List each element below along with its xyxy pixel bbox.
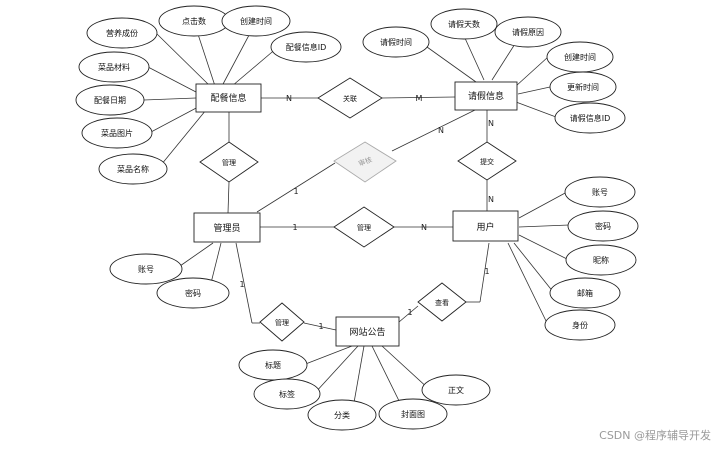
cardinality-label: 1 <box>318 322 323 331</box>
cardinality-label: 1 <box>239 280 244 289</box>
attribute-label: 请假时间 <box>380 37 412 47</box>
entity-notice[interactable]: 网站公告 <box>335 316 400 347</box>
attribute-label: 营养成份 <box>106 28 138 38</box>
attribute-label: 封面图 <box>401 409 425 419</box>
attribute-label: 标签 <box>279 389 295 399</box>
attr-leave-id[interactable]: 请假信息ID <box>554 102 626 134</box>
attr-notice-body[interactable]: 正文 <box>421 374 491 406</box>
cardinality-labels: N M N 1 N N 1 N 1 1 1 1 <box>239 94 494 331</box>
attr-dining-nutrition[interactable]: 营养成份 <box>86 17 158 49</box>
attr-dining-id[interactable]: 配餐信息ID <box>270 31 342 63</box>
attribute-label: 点击数 <box>182 16 206 26</box>
relation-label: 管理 <box>357 223 371 232</box>
attribute-label: 配餐日期 <box>94 96 126 105</box>
cardinality-label: N <box>421 223 427 232</box>
relation-admin-user[interactable]: 管理 <box>333 206 395 248</box>
attr-user-password[interactable]: 密码 <box>567 210 639 242</box>
attr-dining-ingredients[interactable]: 菜品材料 <box>78 51 150 83</box>
entity-label: 网站公告 <box>349 326 385 338</box>
attr-dining-created[interactable]: 创建时间 <box>221 5 291 37</box>
attribute-label: 昵称 <box>593 255 609 265</box>
attr-dining-name[interactable]: 菜品名称 <box>98 153 168 185</box>
attr-leave-updated[interactable]: 更新时间 <box>549 71 617 103</box>
attribute-label: 菜品图片 <box>101 128 133 138</box>
entity-label: 管理员 <box>213 222 240 234</box>
attribute-label: 更新时间 <box>567 82 599 92</box>
attribute-label: 菜品材料 <box>98 62 130 72</box>
entity-user[interactable]: 用户 <box>452 210 519 242</box>
attr-leave-created[interactable]: 创建时间 <box>546 41 614 73</box>
attr-notice-cover[interactable]: 封面图 <box>378 398 448 430</box>
attr-notice-category[interactable]: 分类 <box>307 399 377 431</box>
attribute-label: 创建时间 <box>564 52 596 62</box>
entity-label: 配餐信息 <box>210 92 246 104</box>
attr-user-account[interactable]: 账号 <box>564 176 636 208</box>
attr-user-role[interactable]: 身份 <box>544 309 616 341</box>
entity-label: 用户 <box>476 221 494 233</box>
cardinality-label: N <box>488 119 494 128</box>
attribute-label: 配餐信息ID <box>286 42 327 52</box>
cardinality-label: 1 <box>293 187 298 196</box>
attribute-label: 账号 <box>138 265 154 274</box>
attribute-label: 创建时间 <box>240 16 272 26</box>
relation-dining-leave[interactable]: 关联 <box>317 77 383 119</box>
cardinality-label: N <box>488 195 494 204</box>
entity-admin[interactable]: 管理员 <box>193 212 261 243</box>
relation-label: 关联 <box>343 94 357 103</box>
relation-user-notice[interactable]: 查看 <box>417 282 467 322</box>
cardinality-label: 1 <box>292 223 297 232</box>
attribute-label: 分类 <box>334 410 350 420</box>
attribute-label: 菜品名称 <box>117 164 149 174</box>
relation-label: 提交 <box>480 157 494 166</box>
attribute-label: 请假信息ID <box>570 113 611 123</box>
watermark-text: CSDN @程序辅导开发 <box>599 429 711 442</box>
relation-admin-notice[interactable]: 管理 <box>259 302 305 342</box>
relation-label: 管理 <box>222 158 236 167</box>
entity-dining-info[interactable]: 配餐信息 <box>195 83 262 113</box>
cardinality-label: M <box>416 94 423 103</box>
attribute-label: 密码 <box>185 288 201 298</box>
attr-dining-date[interactable]: 配餐日期 <box>75 84 145 116</box>
attr-admin-account[interactable]: 账号 <box>109 253 183 285</box>
attribute-label: 身份 <box>572 320 588 330</box>
attr-dining-image[interactable]: 菜品图片 <box>81 117 153 149</box>
entity-leave-info[interactable]: 请假信息 <box>454 81 518 111</box>
cardinality-label: 1 <box>484 267 489 276</box>
relation-label: 管理 <box>275 318 289 327</box>
cardinality-label: 1 <box>407 308 412 317</box>
relation-label: 查看 <box>435 298 449 307</box>
connector-lines <box>143 21 570 415</box>
attribute-label: 账号 <box>592 188 608 197</box>
relation-user-leave[interactable]: 提交 <box>457 141 517 181</box>
attribute-label: 密码 <box>595 221 611 231</box>
attr-leave-time[interactable]: 请假时间 <box>362 26 430 58</box>
attr-admin-password[interactable]: 密码 <box>156 277 230 309</box>
attr-user-email[interactable]: 邮箱 <box>549 277 621 309</box>
attr-notice-title[interactable]: 标题 <box>238 349 308 381</box>
entity-label: 请假信息 <box>468 90 504 102</box>
attr-dining-clicks[interactable]: 点击数 <box>158 5 230 37</box>
attr-leave-days[interactable]: 请假天数 <box>430 8 498 40</box>
attribute-label: 请假天数 <box>448 19 480 29</box>
relation-admin-leave[interactable]: 审核 <box>333 141 397 183</box>
attribute-label: 邮箱 <box>577 288 593 298</box>
attribute-label: 正文 <box>448 385 464 395</box>
relation-admin-dining[interactable]: 管理 <box>199 141 259 183</box>
attr-leave-reason[interactable]: 请假原因 <box>494 16 562 48</box>
attr-user-nickname[interactable]: 昵称 <box>565 244 637 276</box>
cardinality-label: N <box>438 126 444 135</box>
attribute-label: 标题 <box>265 360 281 370</box>
cardinality-label: N <box>286 94 292 103</box>
attribute-label: 请假原因 <box>512 27 544 37</box>
attr-notice-tag[interactable]: 标签 <box>253 378 321 410</box>
